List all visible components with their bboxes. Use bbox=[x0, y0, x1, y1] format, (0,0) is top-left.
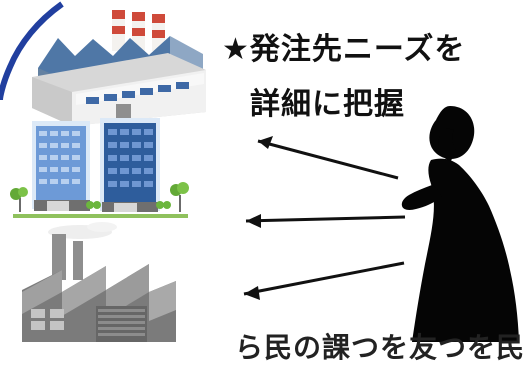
arrow-middle-icon bbox=[245, 214, 406, 228]
arrow-top-icon bbox=[257, 136, 399, 180]
bottom-partial-text: ら民の課つを友つを民 bbox=[235, 331, 524, 364]
tree-right-icon bbox=[170, 182, 189, 212]
headline-line-1: ★発注先ニーズを bbox=[222, 32, 466, 67]
office-buildings-icon bbox=[10, 118, 189, 218]
top-factory-icon bbox=[32, 10, 206, 126]
illustration-svg bbox=[0, 1, 519, 342]
headline-line-2: 詳細に把握 bbox=[250, 87, 405, 122]
blue-arc bbox=[0, 1, 64, 101]
bottom-factory-icon bbox=[22, 222, 176, 342]
arrow-bottom-icon bbox=[243, 261, 405, 300]
person-silhouette-icon bbox=[401, 106, 519, 342]
tree-left-icon bbox=[10, 187, 28, 212]
